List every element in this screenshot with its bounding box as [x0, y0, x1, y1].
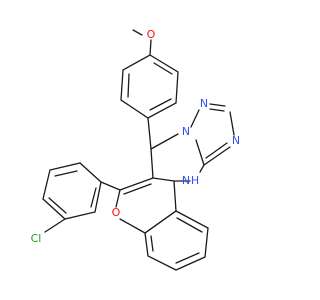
- chlorophenyl-inner-1: [54, 170, 78, 177]
- bond-c6-chlorophenyl: [100, 181, 121, 191]
- bond-n1-n2: [190, 109, 200, 128]
- bond-c6-o: [115, 189, 121, 208]
- methoxyphenyl-ring: [120, 54, 179, 119]
- bond-methyl-o: [132, 29, 143, 36]
- triazole-n4-label: N: [232, 134, 240, 147]
- chlorophenyl-inner-3: [90, 187, 97, 208]
- bond-c-c7: [150, 148, 154, 179]
- benzo-inner-3: [150, 235, 154, 252]
- amine-h-label: H: [191, 174, 199, 187]
- bond-cl: [44, 218, 66, 233]
- amine-n-label: N: [182, 174, 190, 187]
- chlorophenyl-ring: [42, 162, 102, 220]
- bond-c-c6-double: [123, 183, 152, 195]
- methoxy-oxygen-label: O: [147, 28, 156, 41]
- methoxyphenyl-inner-2: [149, 98, 172, 111]
- methoxyphenyl-inner-1: [153, 62, 173, 75]
- benzo-ring: [144, 210, 209, 271]
- methoxyphenyl-inner-3: [127, 73, 130, 98]
- bond-c-c: [152, 177, 175, 182]
- bond-n2-c-double: [209, 108, 225, 112]
- bond-n4-c9-double: [205, 142, 228, 159]
- bond-n2-c: [209, 103, 226, 107]
- triazole-n1-label: N: [182, 125, 190, 138]
- molecule-structure: O N N N N H O Cl: [31, 28, 240, 271]
- bond-c-benzo: [173, 180, 177, 212]
- chlorophenyl-inner-2: [48, 197, 67, 214]
- bond-n1-c9: [195, 139, 205, 166]
- benzo-inner-2: [175, 252, 200, 264]
- pyran-oxygen-label: O: [112, 206, 121, 219]
- bond-c7-n1: [150, 133, 179, 150]
- triazole-n2-label: N: [200, 97, 208, 110]
- chlorine-label: Cl: [31, 232, 42, 245]
- atom-labels: O N N N N H O Cl: [31, 28, 240, 245]
- bond-o-benzo: [119, 218, 146, 234]
- bonds: [42, 29, 235, 271]
- bond-n4-c9: [203, 146, 231, 166]
- bond-c-n4: [229, 111, 235, 136]
- bond-aryl-c7: [147, 117, 152, 150]
- benzo-inner-1: [176, 217, 203, 233]
- bond-c-c6: [119, 177, 154, 191]
- bond-o-aryl: [149, 39, 152, 56]
- bond-c9-nh: [199, 164, 205, 173]
